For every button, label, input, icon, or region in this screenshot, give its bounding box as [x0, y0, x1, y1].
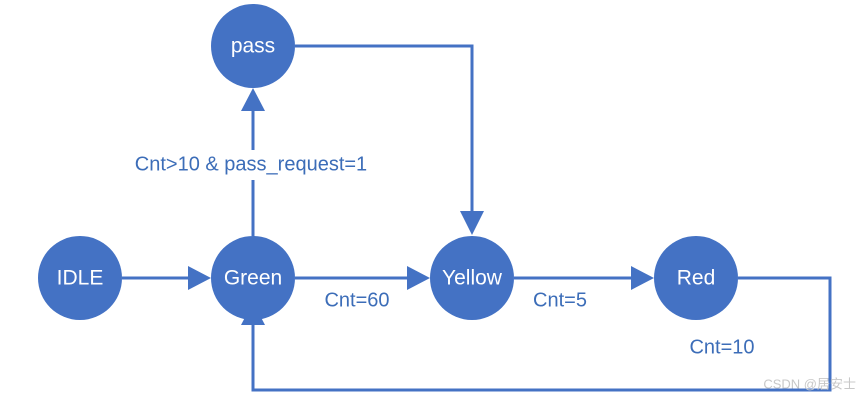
- state-node-red[interactable]: Red: [654, 236, 738, 320]
- state-node-pass-label: pass: [231, 35, 275, 58]
- state-node-red-circle[interactable]: [654, 236, 738, 320]
- edge-label-green-yellow: Cnt=60: [324, 289, 389, 311]
- watermark-text: CSDN @居安士: [763, 376, 856, 391]
- edge-label-red-green: Cnt=10: [689, 336, 754, 358]
- state-node-green[interactable]: Green: [211, 236, 295, 320]
- state-node-idle-label: IDLE: [57, 267, 104, 290]
- state-node-yellow[interactable]: Yellow: [430, 236, 514, 320]
- edge-label-green-pass: Cnt>10 & pass_request=1: [135, 153, 367, 175]
- arrowhead-icon: [460, 211, 484, 235]
- edge-green-yellow: Cnt=60: [295, 266, 430, 311]
- state-node-idle[interactable]: IDLE: [38, 236, 122, 320]
- arrowhead-icon: [631, 266, 654, 290]
- arrowhead-icon: [241, 88, 265, 111]
- state-node-red-label: Red: [677, 267, 716, 290]
- state-node-pass[interactable]: pass: [211, 4, 295, 88]
- edge-pass-yellow-path: [295, 44, 474, 211]
- state-node-green-circle[interactable]: [211, 236, 295, 320]
- state-node-yellow-label: Yellow: [442, 267, 503, 290]
- edge-idle-green: [122, 266, 211, 290]
- state-node-pass-circle[interactable]: [211, 4, 295, 88]
- state-node-yellow-circle[interactable]: [430, 236, 514, 320]
- edge-green-pass: Cnt>10 & pass_request=1: [100, 88, 402, 236]
- state-node-green-label: Green: [224, 267, 282, 290]
- edge-red-green-path: [251, 276, 832, 392]
- edge-label-yellow-red: Cnt=5: [533, 289, 587, 311]
- edge-label-green-pass-backdrop: [100, 150, 402, 180]
- edge-yellow-red: Cnt=5: [514, 266, 654, 311]
- state-node-idle-circle[interactable]: [38, 236, 122, 320]
- edge-pass-yellow: [295, 44, 484, 235]
- arrowhead-icon: [407, 266, 430, 290]
- arrowhead-icon: [188, 266, 211, 290]
